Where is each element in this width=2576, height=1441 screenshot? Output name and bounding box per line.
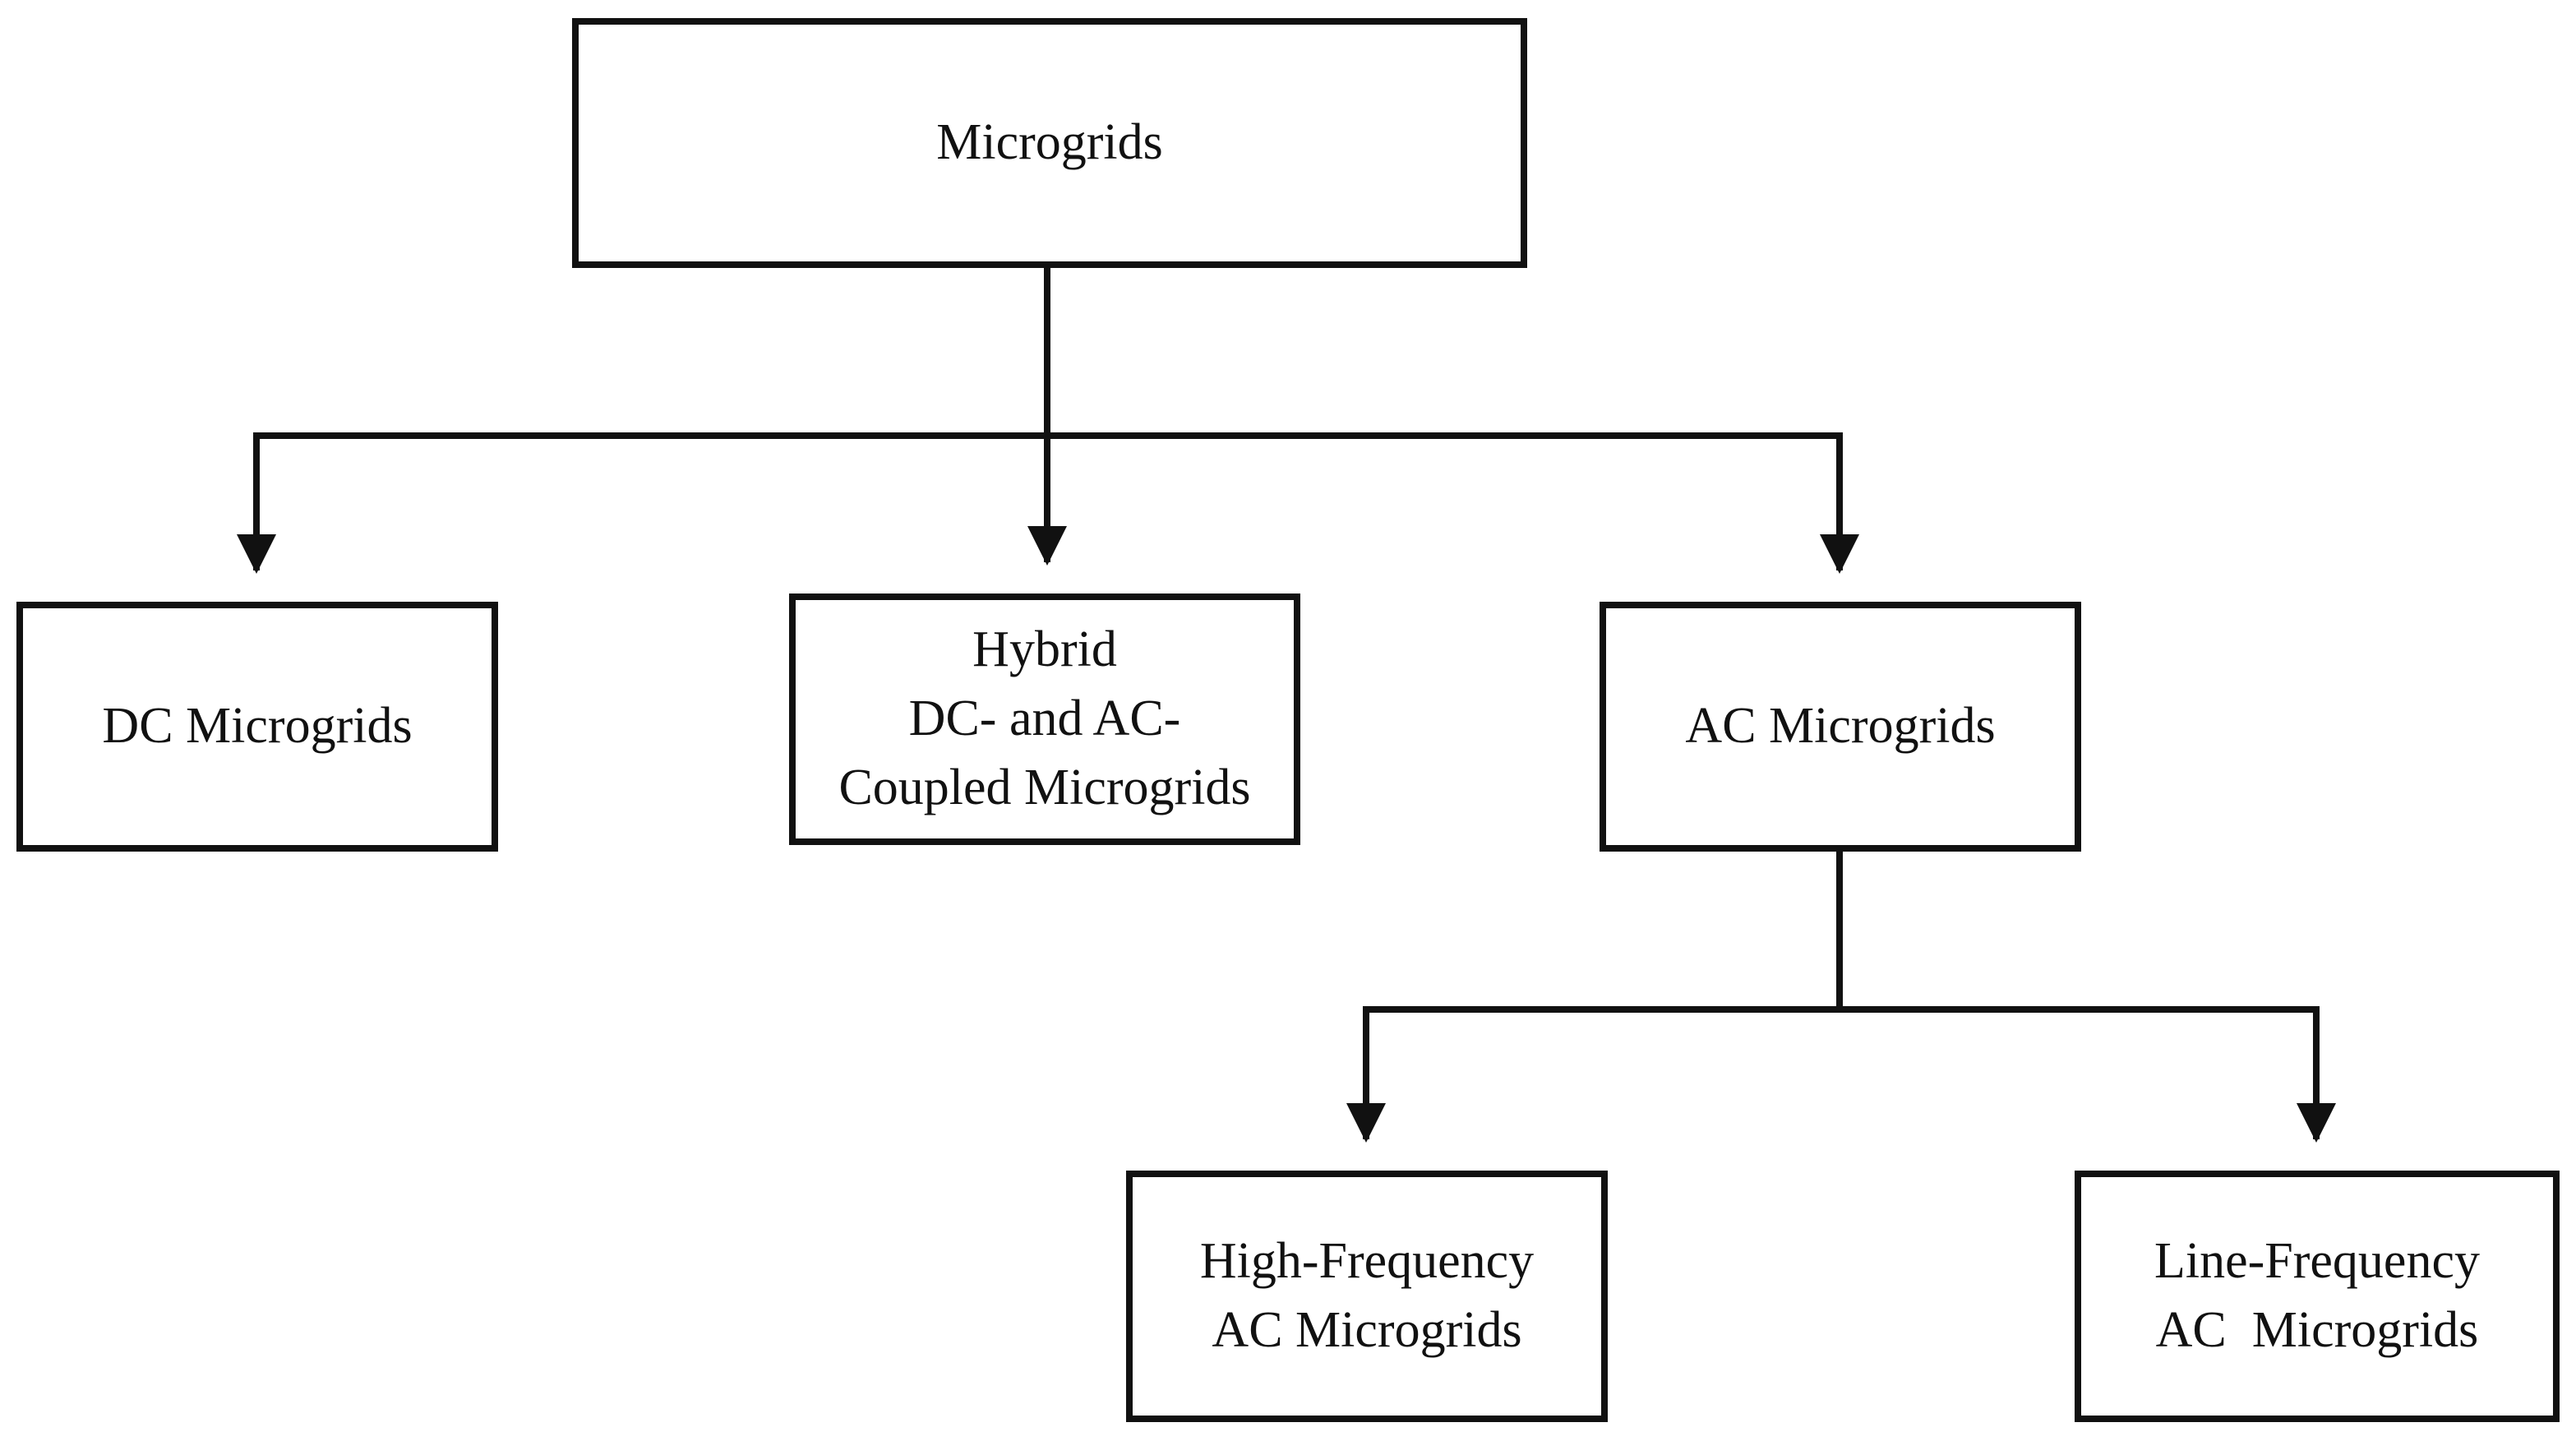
high-frequency-ac-box: High-Frequency AC Microgrids — [1126, 1171, 1608, 1422]
high-frequency-label-group: High-Frequency AC Microgrids — [1200, 1227, 1534, 1365]
microgrids-root-box: Microgrids — [572, 18, 1527, 268]
microgrids-root-label: Microgrids — [936, 114, 1163, 171]
dc-microgrids-label: DC Microgrids — [102, 698, 413, 755]
high-frequency-label-line-1: High-Frequency — [1199, 1233, 1535, 1290]
hybrid-microgrids-label-group: Hybrid DC- and AC- Coupled Microgrids — [838, 616, 1250, 822]
line-frequency-label-line-1: Line-Frequency — [2154, 1233, 2480, 1290]
line-frequency-label-line-2: AC Microgrids — [2155, 1302, 2479, 1358]
ac-microgrids-box: AC Microgrids — [1600, 602, 2081, 852]
high-frequency-label-line-2: AC Microgrids — [1212, 1302, 1522, 1358]
hybrid-label-line-1: Hybrid — [972, 621, 1117, 678]
line-frequency-ac-box: Line-Frequency AC Microgrids — [2075, 1171, 2560, 1422]
hybrid-label-line-3: Coupled Microgrids — [838, 759, 1251, 815]
line-frequency-label-group: Line-Frequency AC Microgrids — [2154, 1227, 2480, 1365]
hybrid-microgrids-box: Hybrid DC- and AC- Coupled Microgrids — [789, 593, 1300, 845]
dc-microgrids-box: DC Microgrids — [16, 602, 498, 852]
ac-microgrids-label-group: AC Microgrids — [1685, 692, 1995, 761]
dc-microgrids-label-group: DC Microgrids — [102, 692, 412, 761]
ac-microgrids-label: AC Microgrids — [1685, 698, 1996, 755]
hybrid-label-line-2: DC- and AC- — [908, 690, 1181, 747]
microgrids-root-label-group: Microgrids — [936, 109, 1163, 178]
